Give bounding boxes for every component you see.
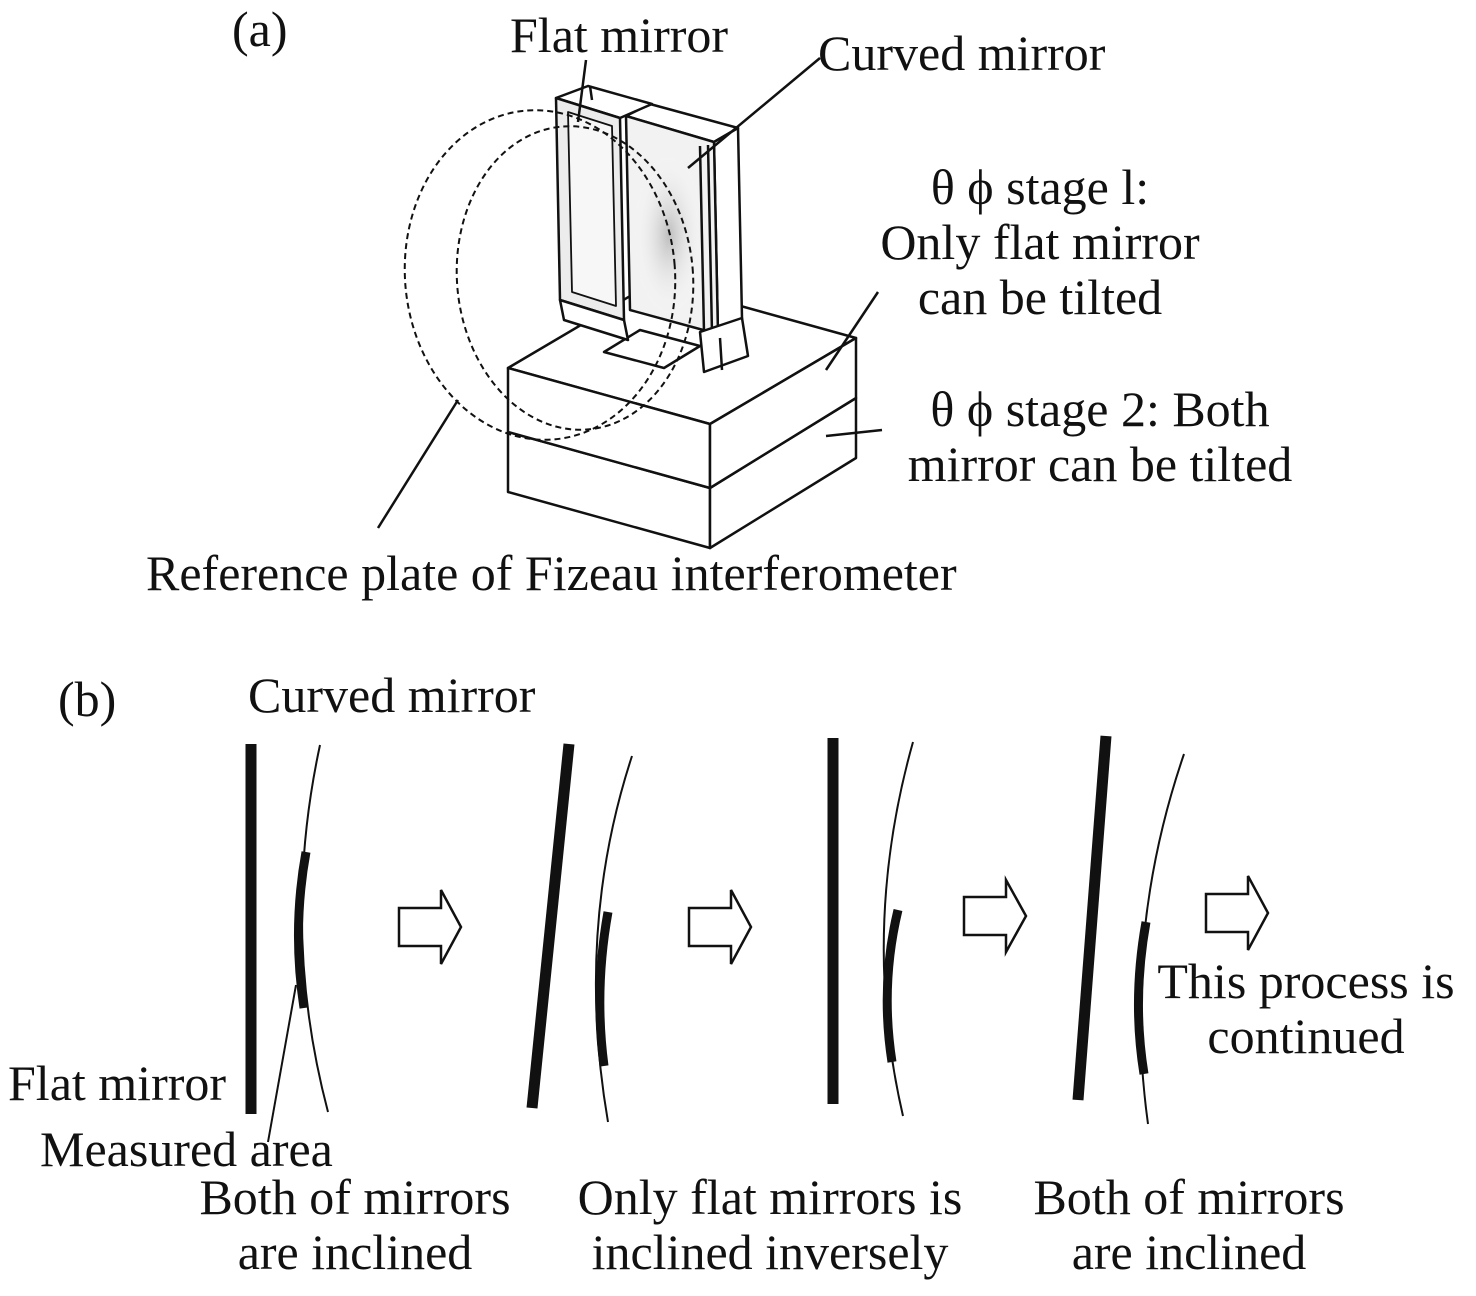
step-1 (245, 744, 329, 1143)
stage-2-caption: θ ϕ stage 2: Both mirror can be tilted (870, 382, 1330, 492)
measured-area-segment (595, 911, 613, 1067)
curved-mirror-line (594, 755, 633, 1123)
step-caption-line: are inclined (1071, 1224, 1307, 1280)
measured-area-segment (293, 851, 311, 1009)
step-caption-line: Both of mirrors (1033, 1169, 1345, 1225)
theta-phi-symbols: θ ϕ (930, 381, 994, 437)
step-3 (827, 738, 914, 1117)
leader-lines-a (376, 57, 883, 529)
process-arrows (397, 875, 1270, 965)
measured-area-segment (1133, 921, 1151, 1075)
stage-2-line-1: stage 2: Both (1005, 381, 1270, 437)
panel-a-label: (a) (232, 1, 288, 57)
stage-1-line-1: stage l: (1006, 159, 1150, 215)
step-caption-1: Both of mirrors are inclined (170, 1170, 540, 1280)
step-caption-line: Only flat mirrors is (577, 1169, 963, 1225)
curved-mirror-line (882, 741, 914, 1117)
arrow-right-icon (397, 889, 463, 965)
apparatus-illustration (376, 57, 883, 550)
theta-phi-symbols: θ ϕ (930, 159, 994, 215)
arrow-right-icon (687, 889, 753, 965)
step-2 (526, 743, 633, 1123)
stage-1-caption: θ ϕ stage l: Only flat mirror can be til… (850, 160, 1230, 325)
flat-mirror-bar (1072, 735, 1112, 1101)
flat-mirror-label: Flat mirror (510, 7, 729, 63)
reference-plate-rings (403, 109, 695, 441)
curved-mirror-label: Curved mirror (818, 25, 1106, 81)
continued-line-1: This process is (1157, 953, 1455, 1009)
step-caption-3: Both of mirrors are inclined (1004, 1170, 1374, 1280)
flat-mirror-bar (526, 743, 575, 1109)
continued-caption: This process is continued (1136, 954, 1476, 1064)
curved-mirror-label-b: Curved mirror (248, 667, 536, 723)
step-caption-line: are inclined (237, 1224, 473, 1280)
step-caption-line: Both of mirrors (199, 1169, 511, 1225)
panel-b-label: (b) (58, 671, 117, 727)
arrow-right-icon (1204, 875, 1270, 951)
step-caption-2: Only flat mirrors is inclined inversely (548, 1170, 992, 1280)
measured-area-label: Measured area (40, 1121, 333, 1177)
curved-mirror-line (300, 744, 329, 1113)
continued-line-2: continued (1207, 1008, 1405, 1064)
sequence-diagram (245, 735, 1270, 1143)
arrow-right-icon (962, 875, 1028, 957)
measured-area-leader (267, 984, 297, 1143)
flat-mirror-label-b: Flat mirror (8, 1055, 227, 1111)
flat-mirror-holder (554, 84, 654, 342)
step-caption-line: inclined inversely (591, 1224, 949, 1280)
step-4 (1072, 735, 1185, 1125)
reference-plate-label: Reference plate of Fizeau interferometer (146, 545, 957, 601)
stage-2-line-2: mirror can be tilted (907, 436, 1293, 492)
stage-1-line-2: Only flat mirror (880, 214, 1200, 270)
measured-area-segment (882, 908, 903, 1063)
stage-1-line-3: can be tilted (917, 269, 1163, 325)
